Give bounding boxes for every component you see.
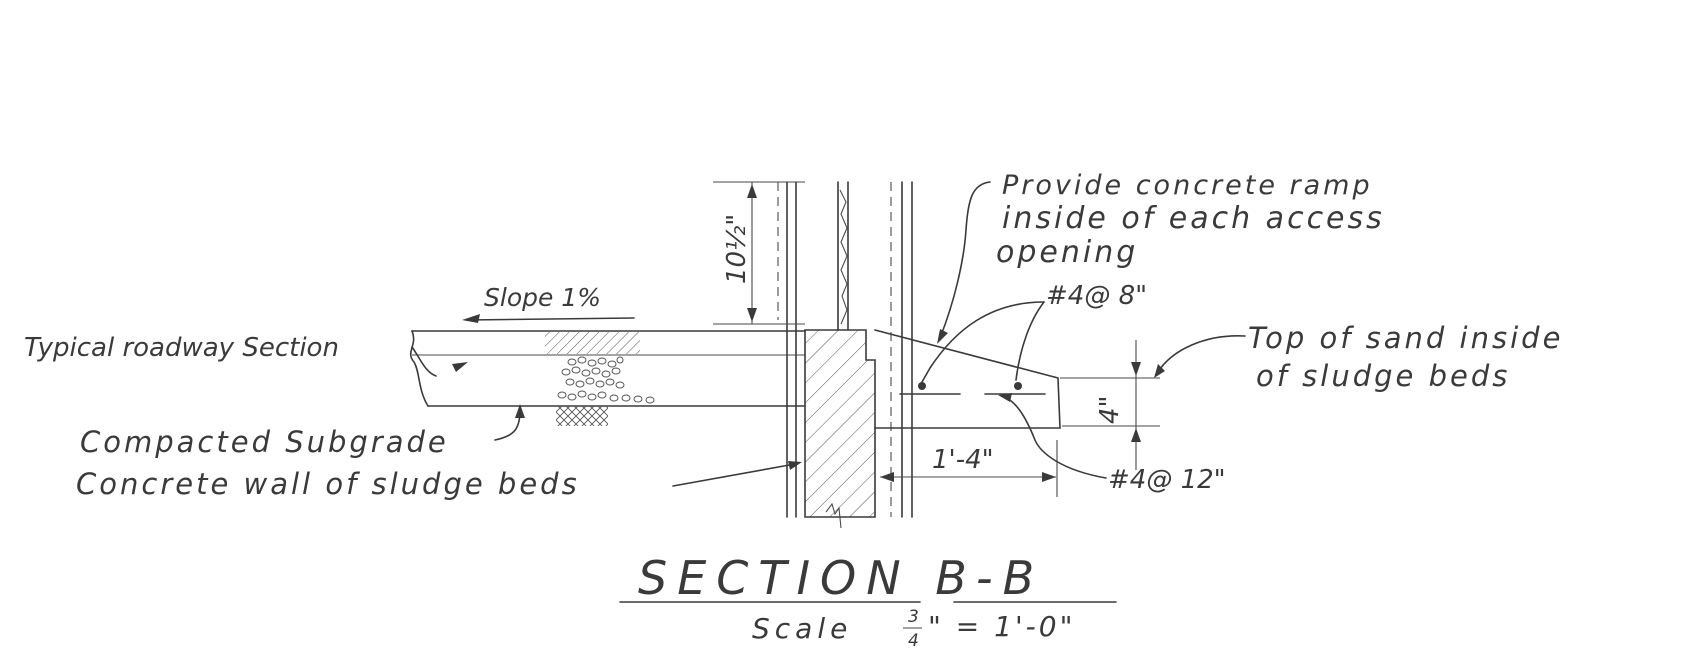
pavement-hatch xyxy=(545,332,640,354)
section-title: SECTION B-B xyxy=(638,551,1044,605)
title-block: SECTION B-B Scale 3 4 " = 1'-0" xyxy=(619,551,1117,651)
roadway-section xyxy=(409,330,806,426)
subgrade-crosshatch xyxy=(556,406,608,426)
scale-ratio: " = 1'-0" xyxy=(928,610,1075,643)
wall-label: Concrete wall of sludge beds xyxy=(76,467,580,501)
dim-ramp-width-label: 1'-4" xyxy=(932,445,994,475)
insulation-squiggle xyxy=(839,189,848,325)
roadway-label: Typical roadway Section xyxy=(24,333,339,363)
slope-label: Slope 1% xyxy=(484,283,601,312)
concrete-wall xyxy=(804,329,876,529)
break-line xyxy=(825,502,842,529)
rebar-top-label: #4@ 8" xyxy=(1046,281,1147,311)
leader-lines xyxy=(411,181,1246,487)
sand-note-line-2: of sludge beds xyxy=(1256,359,1510,393)
dim-ramp-width xyxy=(880,440,1058,497)
concrete-ramp xyxy=(874,329,1061,429)
ramp-note-line-3: opening xyxy=(996,235,1138,270)
scale-denominator: 4 xyxy=(908,631,919,651)
ramp-note-line-2: inside of each access xyxy=(1002,201,1385,236)
dim-ramp-height xyxy=(1060,340,1160,470)
rebar-bottom-label: #4@ 12" xyxy=(1108,465,1226,495)
wall-elevation-lines xyxy=(777,181,913,518)
scale-word: Scale xyxy=(752,612,852,645)
sand-note-line-1: Top of sand inside xyxy=(1248,321,1563,355)
rebar-dot xyxy=(918,382,926,390)
dim-wall-height xyxy=(713,181,805,325)
scale-numerator: 3 xyxy=(908,607,919,627)
slope-arrow xyxy=(462,314,635,323)
subgrade-label: Compacted Subgrade xyxy=(80,425,449,459)
dim-wall-height-label: 10½" xyxy=(722,214,752,284)
ramp-note-line-1: Provide concrete ramp xyxy=(1002,170,1373,201)
rebar-dot xyxy=(1014,382,1022,390)
gravel-pattern xyxy=(557,356,655,404)
dim-ramp-height-label: 4" xyxy=(1095,395,1125,424)
